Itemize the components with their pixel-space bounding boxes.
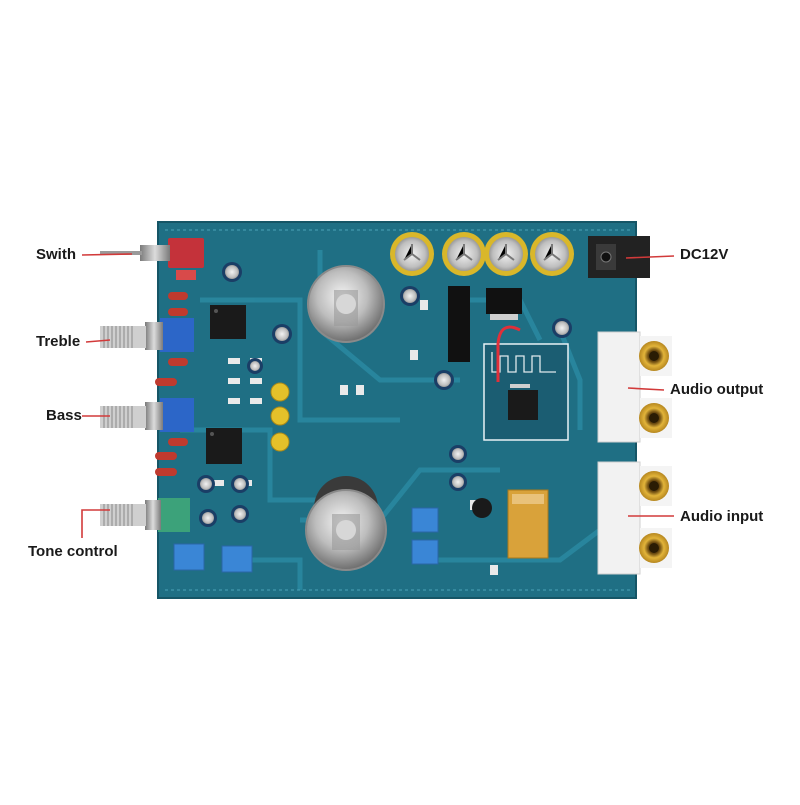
tone-potentiometer — [100, 498, 190, 532]
toggle-switch — [100, 238, 204, 280]
treble-potentiometer — [100, 318, 194, 352]
tone-control-label: Tone control — [28, 543, 118, 560]
relay — [507, 489, 549, 559]
vacuum-tube-bottom — [305, 476, 387, 571]
transistor — [472, 498, 492, 518]
voltage-regulators — [448, 286, 522, 362]
audio-input-label: Audio input — [680, 508, 764, 525]
bass-potentiometer — [100, 398, 194, 432]
treble-leader — [85, 339, 111, 343]
rca-output-jacks — [597, 331, 672, 443]
leader-lines — [81, 253, 675, 538]
vacuum-tube-top — [307, 265, 385, 343]
bass-label: Bass — [46, 407, 82, 424]
large-electrolytic-capacitors — [390, 232, 574, 276]
treble-label: Treble — [36, 333, 81, 350]
rca-input-jacks — [597, 461, 672, 575]
dc12v-label: DC12V — [680, 246, 729, 263]
bluetooth-module — [483, 325, 569, 441]
audio-output-label: Audio output — [670, 381, 764, 398]
blue-film-capacitors — [173, 507, 439, 573]
yellow-capacitors — [270, 382, 290, 452]
small-electrolytic-capacitors — [197, 262, 572, 527]
audio-output-leader — [627, 387, 665, 391]
tone-leader — [81, 509, 110, 538]
op-amp-ics — [206, 305, 246, 464]
switch-leader — [81, 253, 133, 256]
dc-leader — [625, 255, 675, 259]
switch-label: Swith — [36, 246, 76, 263]
red-capacitors — [155, 292, 188, 476]
